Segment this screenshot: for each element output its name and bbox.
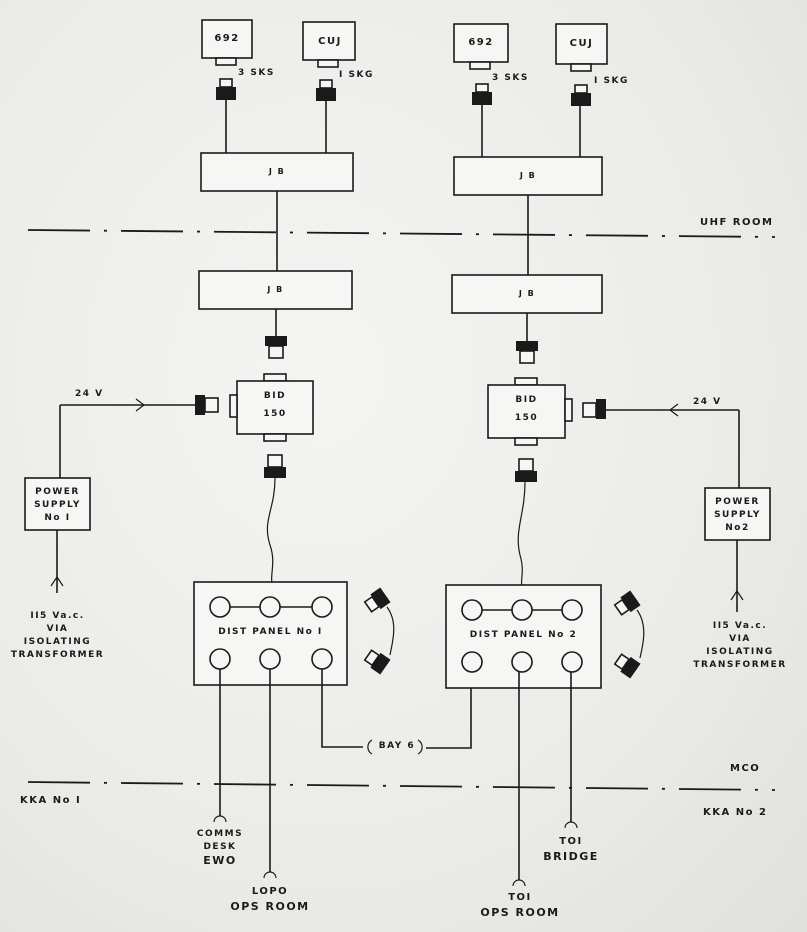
text: SUPPLY [34,500,81,510]
unit-cuj-1-socket [317,59,339,68]
output-toi-bridge-label: TOI BRIDGE [535,834,607,864]
voltage-label: 24 V [75,389,104,399]
text: OPS ROOM [480,906,560,919]
connector-socket [209,596,231,618]
mco-boundary [27,781,776,791]
plug-icon [265,336,287,359]
dist-panel-label: DIST PANEL No 2 [469,630,578,640]
plug-icon [316,79,336,101]
text: No2 [725,523,750,533]
bid-label: BID [263,391,287,401]
text: POWER [35,487,80,497]
unit-692-1-box [201,19,253,59]
plug-icon [571,84,591,106]
connector-label: 3 SKS [238,68,275,78]
uhf-room-boundary [27,229,776,238]
text: II5 Va.c. [712,621,768,631]
bay-link-label: BAY 6 [378,741,416,751]
plug-icon [195,395,219,415]
bid150-2 [487,384,566,439]
connector-socket [561,599,583,621]
plug-icon [264,454,286,478]
text: LOPO [251,886,289,897]
unit-cuj-2-box [555,23,608,65]
text: COMMS [196,829,244,839]
connector-socket [259,648,281,670]
connector-socket [311,596,333,618]
spare-lead-icon [613,590,645,679]
jb-upper-1 [200,152,354,192]
jb-label: J B [268,167,286,176]
text: TOI [508,892,532,903]
zone-label-kka2: KKA No 2 [703,807,768,818]
bid-model-label: 150 [263,409,287,419]
text: VIA [46,624,69,634]
bid150-1 [236,380,314,435]
zone-label-uhf: UHF ROOM [700,217,774,228]
connector-socket [561,651,583,673]
text: II5 Va.c. [30,611,85,621]
text: TRANSFORMER [10,650,105,660]
text: BRIDGE [543,850,599,863]
zone-label-mco: MCO [730,763,761,774]
voltage-label: 24 V [693,397,722,407]
plug-icon [472,83,492,105]
output-comms-desk-label: COMMS DESK EWO [185,828,255,867]
power-supply-label: POWER SUPPLY No I [25,486,90,525]
unit-692-label: 692 [468,37,494,48]
jb-lower-2 [451,274,603,314]
connector-socket [259,596,281,618]
connector-label: I SKG [594,76,629,86]
unit-692-2-socket [469,61,491,70]
plug-icon [515,458,537,482]
text: DESK [203,842,237,852]
connector-socket [511,599,533,621]
jb-label: J B [267,285,284,294]
spare-lead-icon [363,587,395,675]
text: TRANSFORMER [693,660,787,670]
text: OPS ROOM [230,900,310,913]
mains-label: II5 Va.c. VIA ISOLATING TRANSFORMER [690,620,790,672]
bid-model-label: 150 [514,413,539,423]
connector-label: 3 SKS [492,73,529,83]
dist-panel-label: DIST PANEL No I [218,627,323,637]
connector-socket [461,651,483,673]
output-lopo-label: LOPO OPS ROOM [225,884,315,914]
connector-socket [461,599,483,621]
text: No I [44,513,71,523]
unit-cuj-label: CUJ [569,38,594,49]
text: EWO [203,854,237,867]
unit-692-1-socket [215,57,237,66]
text: SUPPLY [714,510,761,520]
power-supply-label: POWER SUPPLY No2 [705,496,770,535]
text: POWER [715,497,760,507]
mains-label: II5 Va.c. VIA ISOLATING TRANSFORMER [10,610,105,662]
plug-icon [216,78,236,100]
bid-label: BID [515,395,538,405]
text: TOI [559,836,583,847]
unit-692-label: 692 [214,33,240,44]
zone-label-kka1: KKA No I [20,795,82,806]
connector-label: I SKG [339,70,374,80]
power-supply-1 [24,477,91,531]
connector-socket [511,651,533,673]
jb-label: J B [519,171,537,180]
unit-cuj-label: CUJ [318,36,342,47]
connector-socket [311,648,333,670]
text: ISOLATING [706,647,774,657]
text: VIA [729,634,751,644]
plug-icon [582,399,606,419]
jb-label: J B [518,289,536,298]
unit-cuj-2-socket [570,63,592,72]
connector-socket [209,648,231,670]
plug-icon [516,341,538,364]
text: ISOLATING [23,637,92,647]
output-toi-ops-label: TOI OPS ROOM [475,890,565,920]
